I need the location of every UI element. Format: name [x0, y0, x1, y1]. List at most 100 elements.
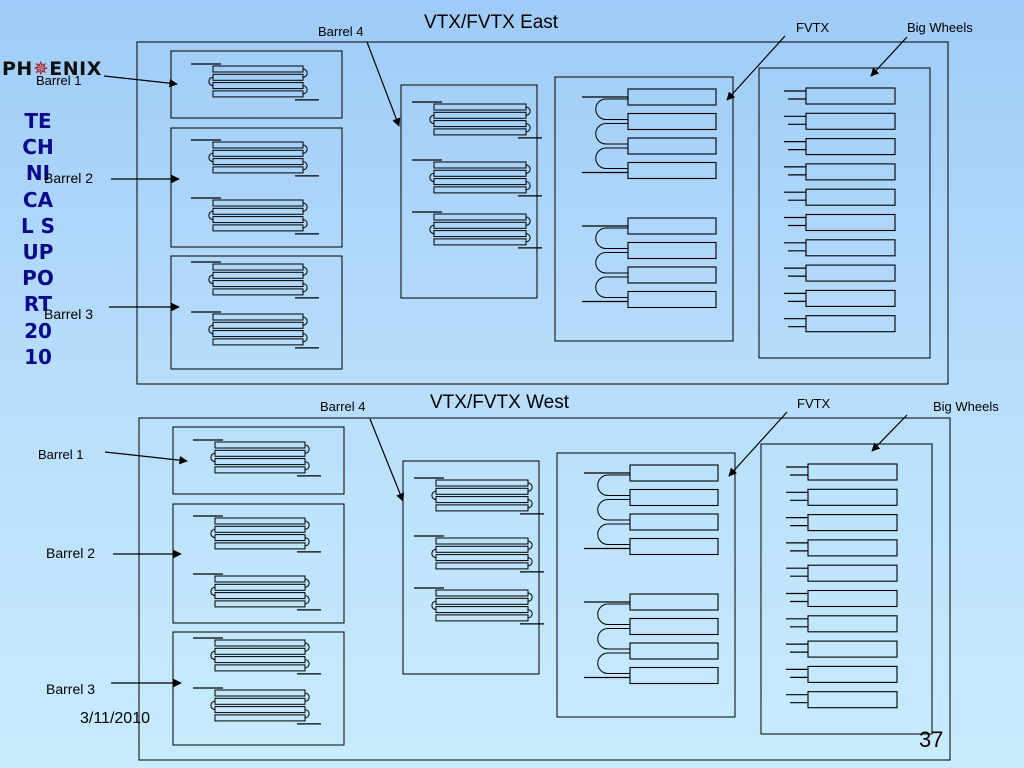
ladder-loop [304, 709, 310, 719]
ladder-stave [212, 288, 304, 296]
east-fvtx-group-b [582, 217, 717, 309]
ladder-stave [212, 82, 304, 90]
ladder-loop [302, 161, 308, 171]
ladder-stave [214, 575, 306, 583]
ladder-loop [302, 85, 308, 95]
ladder-stave [214, 458, 306, 466]
ladder-loop [525, 216, 531, 226]
east-fvtx-group-a [582, 88, 717, 180]
fvtx-loop [597, 652, 630, 674]
east-barrel3-label: Barrel 3 [44, 306, 94, 322]
ladder-stave [212, 149, 304, 157]
west-barrel4-arrow [369, 418, 405, 502]
ladder-stave [214, 714, 306, 722]
ladder-stave [433, 161, 527, 169]
east-barrel3-box [170, 255, 343, 370]
ladder-stave [435, 606, 529, 614]
ladder-stave [214, 542, 306, 550]
ladder-loop [527, 557, 533, 567]
fvtx-module [627, 217, 717, 235]
ladder-stave [214, 664, 306, 672]
big-wheel-module [807, 691, 898, 709]
east-barrel4-arrow [366, 41, 401, 127]
ladder-loop [302, 283, 308, 293]
west-barrel2-ladder-b [193, 573, 321, 611]
fvtx-loop [597, 603, 630, 625]
west-barrel1-ladder [193, 439, 321, 477]
ladder-stave [212, 263, 304, 271]
ladder-stave [214, 639, 306, 647]
ladder-stave [435, 537, 529, 545]
ladder-stave [435, 496, 529, 504]
ladder-stave [212, 65, 304, 73]
ladder-stave [214, 592, 306, 600]
west-fvtx-group-a [584, 464, 719, 556]
ladder-stave [212, 330, 304, 338]
ladder-stave [433, 128, 527, 136]
big-wheel-module [805, 289, 896, 307]
fvtx-loop [595, 252, 628, 274]
west-fvtx-arrow [728, 411, 788, 477]
west-barrel3-ladder-a [193, 637, 321, 675]
west-panel [104, 411, 951, 761]
fvtx-loop [597, 474, 630, 496]
ladder-stave [433, 111, 527, 119]
east-barrel1-ladder [191, 63, 319, 101]
ladder-loop [304, 578, 310, 588]
ladder-loop [525, 233, 531, 243]
east-barrel4-ladder-c [412, 211, 542, 249]
footer-date: 3/11/2010 [80, 710, 150, 727]
east-barrel3-ladder-a [191, 261, 319, 299]
ladder-loop [527, 540, 533, 550]
ladder-loop [210, 586, 216, 597]
ladder-stave [214, 689, 306, 697]
east-outer-frame [136, 41, 949, 385]
east-barrel2-ladder-a [191, 139, 319, 177]
ladder-loop [525, 106, 531, 116]
east-big-wheels-box [758, 67, 931, 359]
ladder-loop [525, 181, 531, 191]
ladder-stave [212, 90, 304, 98]
ladder-loop [304, 642, 310, 652]
ladder-loop [302, 68, 308, 78]
fvtx-loop [595, 147, 628, 169]
ladder-stave [212, 199, 304, 207]
west-barrel2-ladder-a [193, 515, 321, 553]
ladder-loop [208, 274, 214, 285]
ladder-stave [433, 103, 527, 111]
ladder-loop [527, 592, 533, 602]
ladder-stave [214, 647, 306, 655]
west-fvtx-group-b [584, 593, 719, 685]
ladder-loop [208, 210, 214, 221]
ladder-stave [214, 656, 306, 664]
ladder-stave [433, 230, 527, 238]
west-barrel2-box [172, 503, 345, 624]
ladder-stave [212, 73, 304, 81]
ladder-loop [304, 444, 310, 454]
ladder-loop [527, 482, 533, 492]
ladder-stave [214, 517, 306, 525]
east-panel [103, 35, 949, 385]
ladder-stave [214, 525, 306, 533]
fvtx-module [627, 112, 717, 131]
ladder-stave [212, 207, 304, 215]
fvtx-module [629, 642, 719, 660]
ladder-loop [302, 266, 308, 276]
big-wheel-module [805, 163, 896, 181]
ladder-stave [214, 583, 306, 591]
east-barrel4-ladder-a [412, 101, 542, 139]
ladder-stave [435, 597, 529, 605]
big-wheel-module [807, 463, 898, 481]
big-wheel-module [805, 188, 896, 206]
ladder-loop [210, 650, 216, 661]
west-barrel4-ladder-c [414, 587, 544, 625]
east-fvtx-box [554, 76, 734, 342]
fvtx-module [629, 537, 719, 556]
ladder-stave [435, 614, 529, 622]
ladder-stave [433, 178, 527, 186]
ladder-stave [212, 141, 304, 149]
fvtx-loop [595, 123, 628, 145]
ladder-loop [304, 537, 310, 547]
ladder-stave [433, 120, 527, 128]
